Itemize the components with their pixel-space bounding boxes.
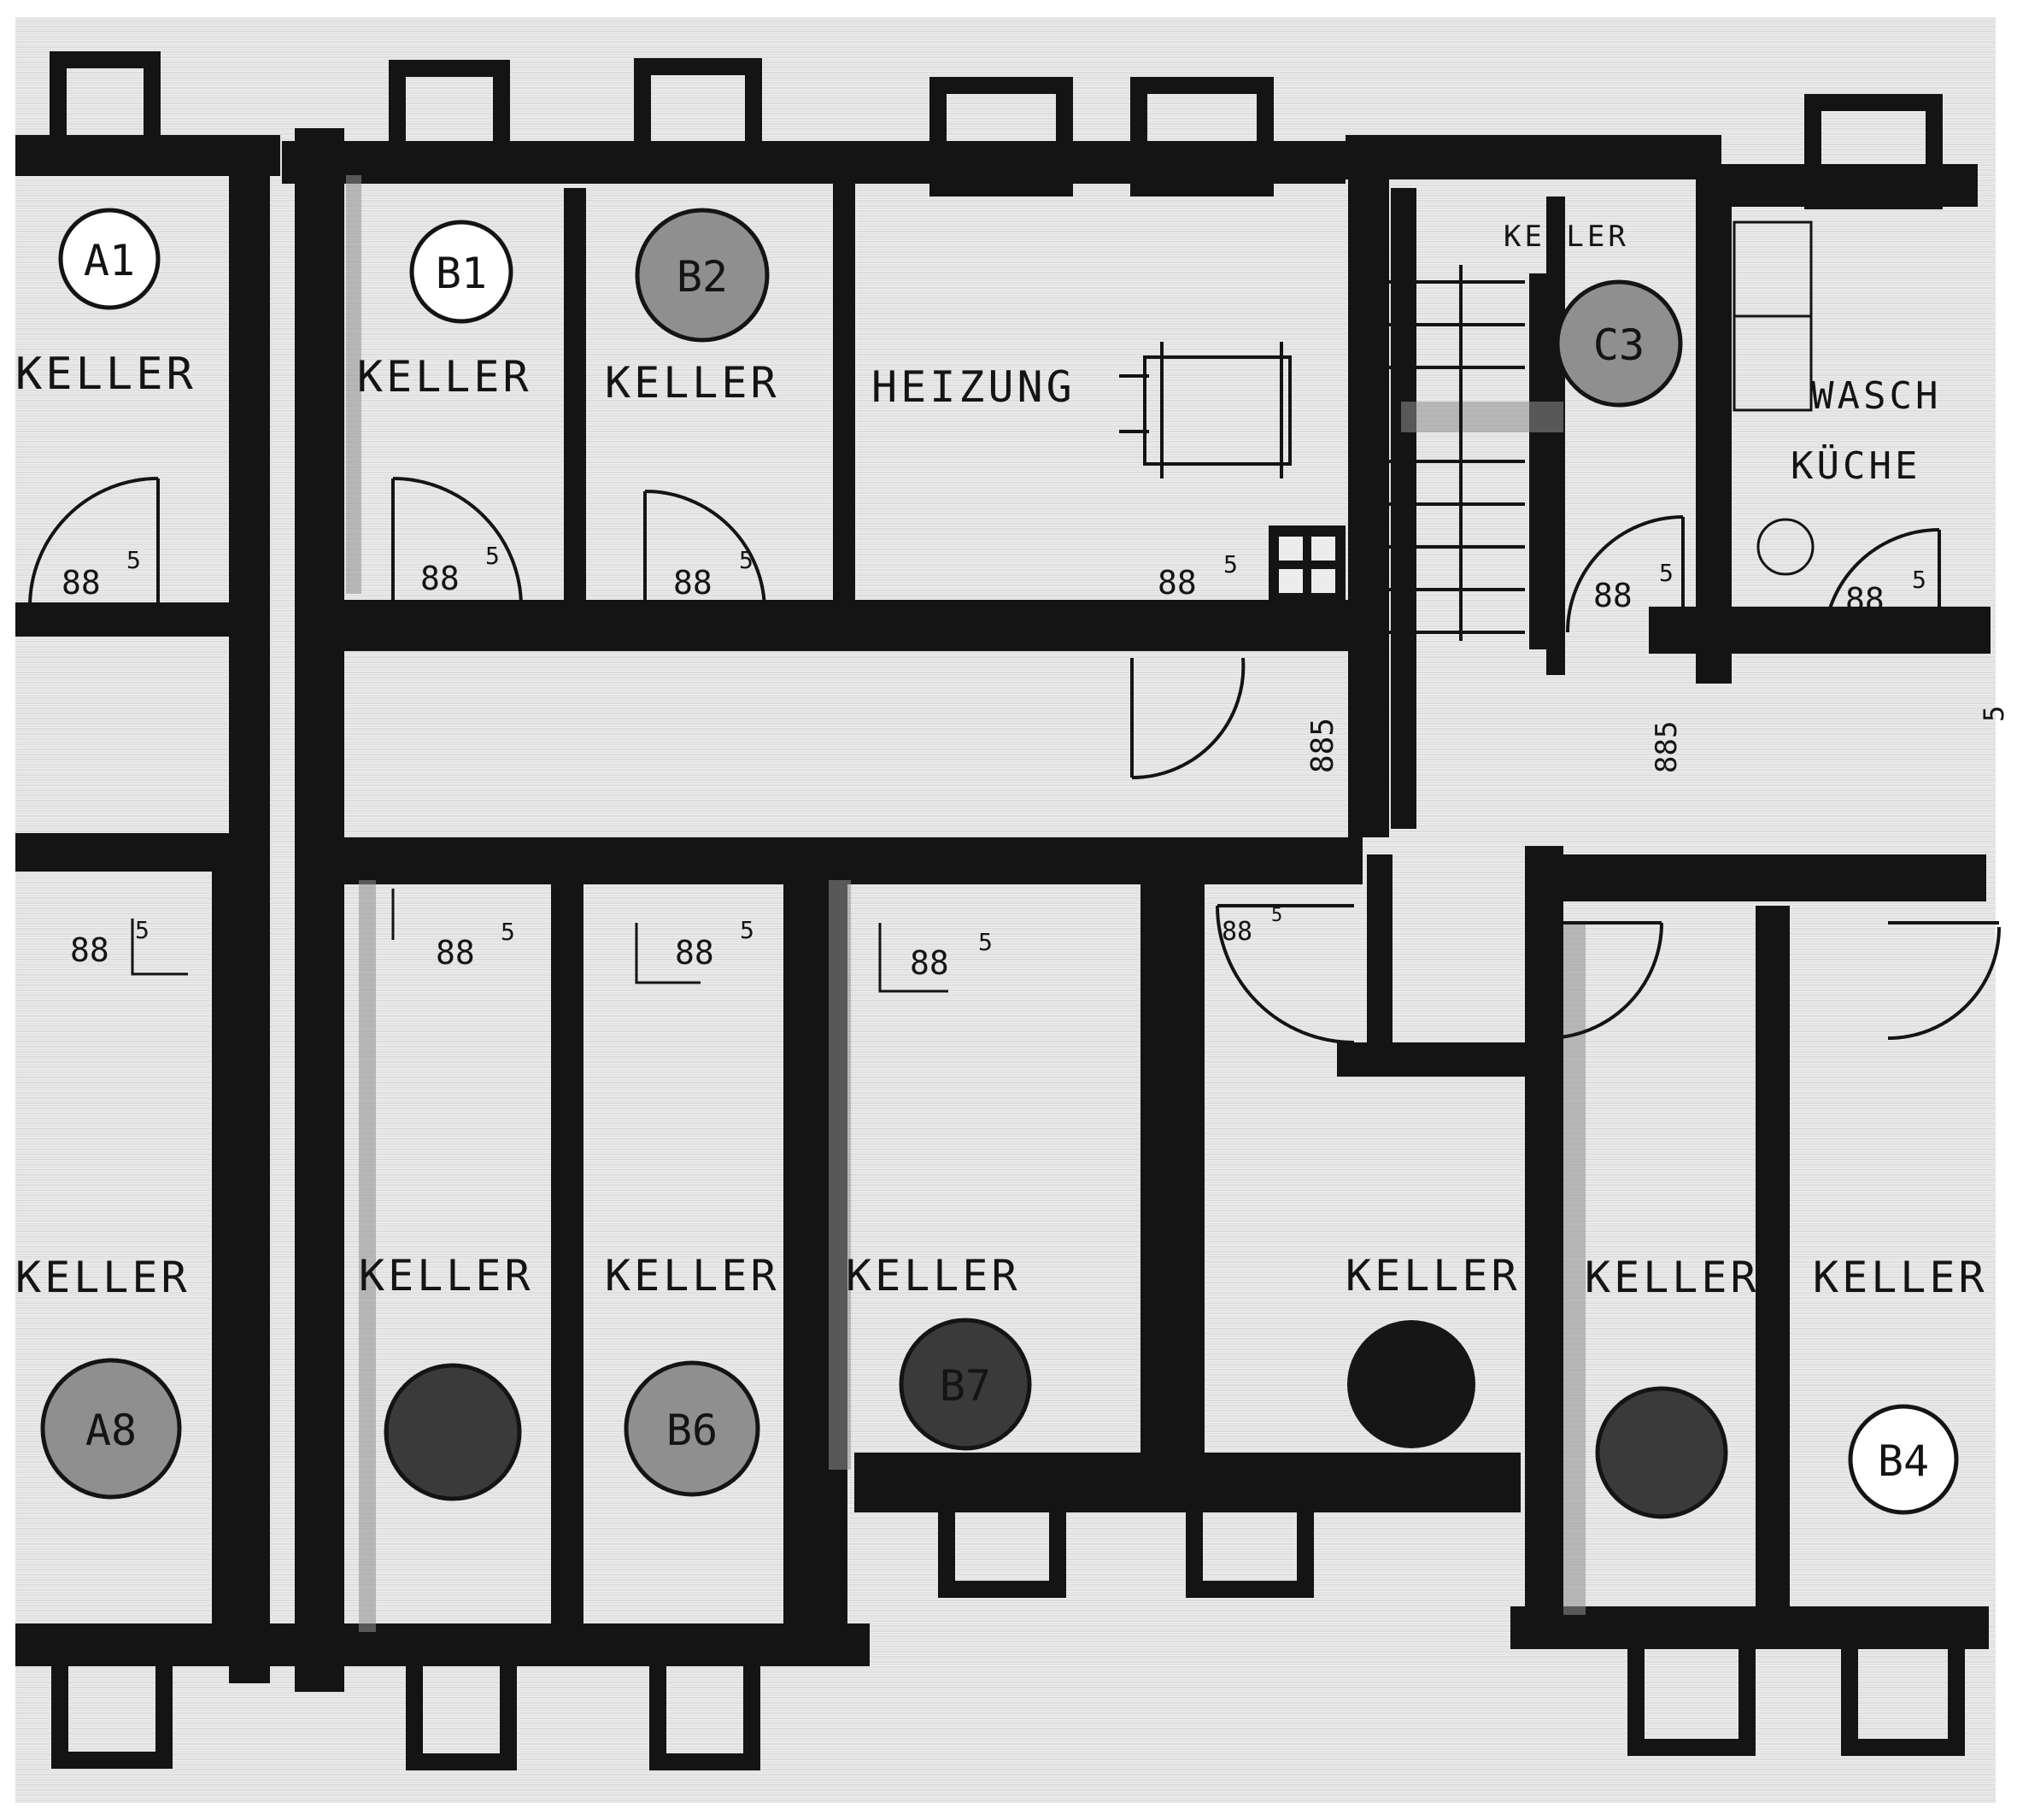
door-mark-5: 88 <box>1593 577 1633 614</box>
door-mark-10-sup: 5 <box>978 928 993 956</box>
svg-text:B7: B7 <box>940 1361 991 1411</box>
badge-b7: B7 <box>899 1318 1032 1451</box>
staircase <box>1388 265 1525 641</box>
door-mark-3-sup: 5 <box>739 546 753 574</box>
door-mark-1: 88 <box>62 564 101 602</box>
svg-text:A1: A1 <box>84 236 135 285</box>
svg-text:C3: C3 <box>1593 320 1645 370</box>
door-mark-11-sup: 5 <box>1271 905 1282 926</box>
label-kueche: KÜCHE <box>1791 443 1920 488</box>
label-b2: KELLER <box>605 358 780 408</box>
badge-b6: B6 <box>624 1360 760 1497</box>
door-swings <box>28 477 2001 1044</box>
label-b6: KELLER <box>605 1251 780 1300</box>
door-mark-5-sup: 5 <box>1659 559 1674 587</box>
badge-black <box>1347 1320 1475 1448</box>
door-mark-11: 88 <box>1222 917 1252 947</box>
door-mark-8: 88 <box>436 934 475 972</box>
door-mark-vertical-1: 885 <box>1305 718 1340 773</box>
door-mark-6: 88 <box>1845 581 1885 619</box>
walls <box>15 128 1991 1692</box>
door-mark-7: 88 <box>70 931 109 969</box>
svg-text:A8: A8 <box>85 1406 137 1455</box>
label-wasch: WASCH <box>1811 374 1941 418</box>
badge-a1: A1 <box>58 208 161 310</box>
door-marks: 88 5 88 5 88 5 88 5 88 5 88 5 88 5 88 5 … <box>62 542 2010 982</box>
window-bays-bottom <box>51 1465 1965 1770</box>
wall-shadows <box>346 175 1586 1632</box>
room-labels: KELLER KELLER KELLER HEIZUNG KELLER WASC… <box>15 220 1988 1302</box>
door-mark-3: 88 <box>673 564 712 602</box>
label-b7: KELLER <box>846 1251 1021 1300</box>
badge-c3: C3 <box>1555 279 1683 408</box>
badge-b4: B4 <box>1848 1404 1959 1515</box>
door-mark-8-sup: 5 <box>501 918 515 946</box>
door-mark-2-sup: 5 <box>485 542 500 570</box>
badge-b3-dark <box>1595 1386 1728 1519</box>
svg-text:B1: B1 <box>436 249 487 298</box>
boiler-outline <box>1119 342 1292 478</box>
label-a1: KELLER <box>15 349 196 400</box>
laundry-fixtures <box>1733 220 1815 576</box>
door-mark-9-sup: 5 <box>740 916 754 944</box>
label-c3: KELLER <box>1504 220 1629 254</box>
badge-b1: B1 <box>409 220 513 324</box>
vent-grille <box>1269 525 1346 602</box>
badge-b2: B2 <box>635 208 770 343</box>
door-mark-6-sup: 5 <box>1912 566 1926 594</box>
door-mark-2: 88 <box>420 560 460 597</box>
badge-a8: A8 <box>40 1358 182 1500</box>
label-b3: KELLER <box>1585 1253 1760 1302</box>
label-b5: KELLER <box>359 1251 534 1300</box>
door-mark-4: 88 <box>1158 564 1197 602</box>
label-stair-side: KELLER <box>1346 1251 1521 1300</box>
door-mark-vertical-3: 5 <box>1978 706 2010 722</box>
door-mark-4-sup: 5 <box>1223 550 1238 578</box>
badge-b5-dark <box>384 1363 522 1501</box>
label-b4: KELLER <box>1813 1253 1988 1302</box>
door-mark-9: 88 <box>675 934 714 972</box>
door-mark-1-sup: 5 <box>126 546 141 574</box>
label-a8: KELLER <box>15 1253 191 1302</box>
svg-text:B4: B4 <box>1878 1436 1929 1486</box>
door-mark-10: 88 <box>910 944 949 982</box>
svg-text:B2: B2 <box>677 252 728 302</box>
door-mark-7-sup: 5 <box>135 916 150 944</box>
door-leaders <box>131 889 948 993</box>
svg-text:B6: B6 <box>666 1406 718 1455</box>
label-heizung: HEIZUNG <box>871 362 1076 412</box>
door-mark-vertical-2: 885 <box>1650 721 1684 773</box>
label-b1: KELLER <box>357 352 532 402</box>
